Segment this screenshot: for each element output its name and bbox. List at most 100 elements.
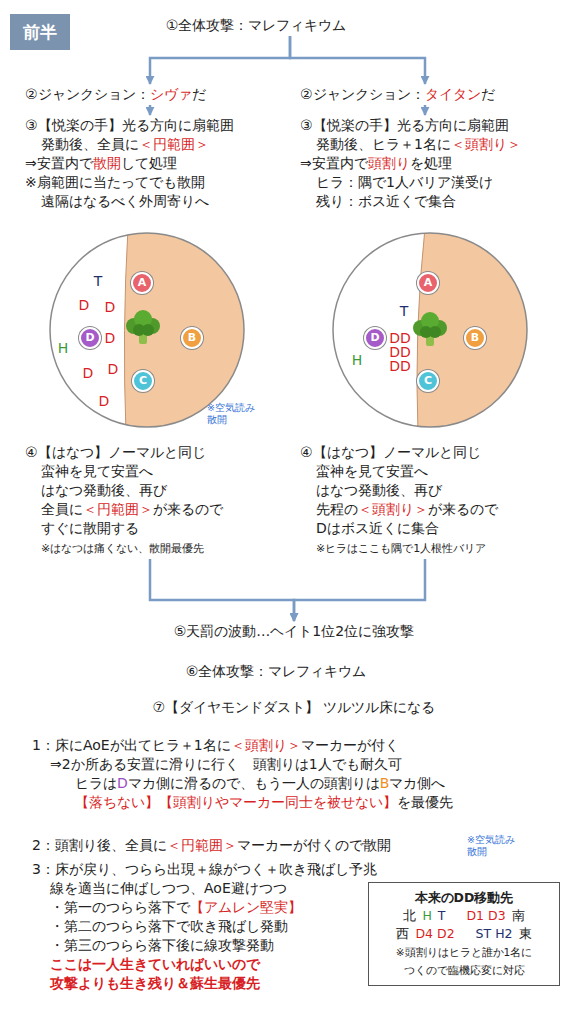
text: 残り：ボス近くで集合	[316, 193, 456, 209]
text: だ	[192, 86, 206, 102]
player-marker: D	[105, 300, 116, 314]
text: ⑥全体攻撃：マレフィキウム	[186, 663, 367, 679]
text: ②ジャンクション：	[25, 86, 150, 102]
player-marker: D	[83, 366, 94, 380]
text: マカ側に滑るので、もう一人の頭割りは	[128, 775, 380, 791]
highlight-text: 【落ちない】【頭割りやマーカー同士を被せない】	[75, 794, 397, 810]
sub-step: 2：頭割り後、全員に＜円範囲＞マーカーが付くので散開	[32, 836, 391, 855]
text: を最優先	[397, 794, 453, 810]
text: ※はなつは痛くない、散開最優先	[41, 542, 204, 555]
flow-connector	[150, 36, 290, 84]
waymark: C	[417, 370, 439, 392]
text: C	[139, 374, 147, 387]
text: 2：頭割り後、全員に	[32, 837, 167, 853]
highlight-text: 頭割り	[368, 155, 410, 171]
step-text: ④【はなつ】ノーマルと同じ蛮神を見て安置へはなつ発動後、再び先程の＜頭割り＞が来…	[300, 443, 498, 558]
player-marker: T	[400, 304, 409, 318]
step-text: ⑥全体攻撃：マレフィキウム	[186, 662, 367, 681]
note-text: ※空気読み 散開	[207, 402, 261, 426]
text: B	[471, 331, 479, 344]
text: ①全体攻撃：マレフィキウム	[166, 17, 347, 33]
text: ②ジャンクション：	[300, 86, 425, 102]
text: 1：床にAoEが出てヒラ＋1名に	[32, 737, 231, 753]
player-marker: DD	[389, 359, 411, 373]
position-table: 本来のDD移動先北HTD1 D3南西D4 D2ST H2東※頭割りはヒラと誰か1…	[368, 882, 560, 986]
text: C	[424, 374, 432, 387]
text: A	[424, 276, 433, 289]
text: 北	[403, 908, 416, 923]
highlight-text: ST H2	[476, 926, 513, 941]
waymark: C	[132, 370, 154, 392]
text: 全員に	[41, 501, 83, 517]
player-marker: DD	[389, 345, 411, 359]
text: だ	[481, 86, 495, 102]
text: D	[370, 331, 379, 344]
highlight-text: D1 D3	[466, 908, 505, 923]
highlight-text: 【アムレン堅実】	[190, 899, 302, 915]
step-text: ④【はなつ】ノーマルと同じ蛮神を見て安置へはなつ発動後、再び全員に＜円範囲＞が来…	[25, 443, 223, 558]
waymark: B	[181, 327, 203, 349]
text: ※扇範囲に当たってでも散開	[25, 174, 205, 190]
highlight-text: H	[422, 908, 431, 923]
text: 3：床が戻り、つらら出現＋線がつく＋吹き飛ばし予兆	[32, 861, 377, 877]
arena-right	[333, 228, 535, 434]
highlight-text: ここは一人生きていればいいので	[50, 956, 260, 972]
text: ③【悦楽の手】光る方向に扇範囲	[300, 117, 509, 133]
text: ・第二のつらら落下で吹き飛ばし発動	[50, 918, 288, 934]
text: すぐに散開する	[41, 520, 139, 536]
highlight-text: 散開	[93, 155, 121, 171]
text: ※ヒラはここも隅で1人根性バリア	[316, 542, 486, 555]
text: つくので臨機応変に対応	[404, 964, 525, 976]
highlight-text: ＜頭割り＞	[231, 737, 301, 753]
text: ⑦【ダイヤモンドダスト】 ツルツル床になる	[152, 699, 435, 715]
text: B	[188, 331, 196, 344]
waymark: A	[131, 272, 153, 294]
text: ※頭割りはヒラと誰か1名に	[396, 946, 532, 958]
flow-connector	[424, 105, 427, 115]
text: ⇒安置内で	[25, 155, 93, 171]
player-marker: D	[108, 362, 119, 376]
boss-icon	[126, 310, 160, 344]
note-text: ※空気読み 散開	[467, 834, 521, 858]
text: ヒラは	[75, 775, 117, 791]
text: 本来のDD移動先	[415, 890, 514, 905]
text: D	[85, 331, 94, 344]
waymark: D	[364, 327, 386, 349]
highlight-text: T	[438, 908, 446, 923]
text: ・第一のつらら落下で	[50, 899, 190, 915]
text: 前半	[23, 22, 57, 42]
text: ・第三のつらら落下後に線攻撃発動	[50, 937, 274, 953]
highlight-text: D	[117, 775, 128, 791]
text: ③【悦楽の手】光る方向に扇範囲	[25, 117, 234, 133]
text: して処理	[121, 155, 177, 171]
text: 東	[519, 926, 532, 941]
branch-heading: ②ジャンクション：シヴァだ	[25, 85, 206, 104]
section-tab: 前半	[10, 14, 70, 50]
highlight-text: 攻撃よりも生き残り＆蘇生最優先	[50, 975, 260, 991]
player-marker: H	[58, 341, 69, 355]
step-text: ①全体攻撃：マレフィキウム	[166, 16, 347, 35]
text: 発動後、ヒラ＋1名に	[316, 136, 451, 152]
highlight-text: ＜円範囲＞	[167, 837, 237, 853]
step-text: ⑦【ダイヤモンドダスト】 ツルツル床になる	[152, 698, 435, 717]
text: はなつ発動後、再び	[316, 482, 442, 498]
highlight-text: ＜頭割り＞	[358, 501, 428, 517]
flow-connector	[150, 559, 294, 621]
sub-step: 3：床が戻り、つらら出現＋線がつく＋吹き飛ばし予兆線を適当に伸ばしつつ、AoE避…	[32, 860, 377, 993]
highlight-text: ＜頭割り＞	[451, 136, 521, 152]
boss-icon	[413, 312, 447, 346]
text: 蛮神を見て安置へ	[41, 463, 153, 479]
text: ⇒2か所ある安置に滑りに行く 頭割りは1人でも耐久可	[50, 756, 402, 772]
highlight-text: D4 D2	[415, 926, 454, 941]
text: 蛮神を見て安置へ	[316, 463, 428, 479]
waymark: B	[464, 327, 486, 349]
text: ⇒安置内で	[300, 155, 368, 171]
text: ④【はなつ】ノーマルと同じ	[25, 444, 206, 460]
text: 発動後、全員に	[41, 136, 139, 152]
player-marker: D	[99, 394, 110, 408]
sub-step: 1：床にAoEが出てヒラ＋1名に＜頭割り＞マーカーが付く ⇒2か所ある安置に滑りに…	[32, 736, 453, 812]
text: マーカーが付く	[301, 737, 399, 753]
text: を処理	[410, 155, 452, 171]
step-text: ③【悦楽の手】光る方向に扇範囲発動後、ヒラ＋1名に＜頭割り＞ ⇒安置内で頭割りを処…	[300, 116, 521, 211]
text: 西	[396, 926, 409, 941]
